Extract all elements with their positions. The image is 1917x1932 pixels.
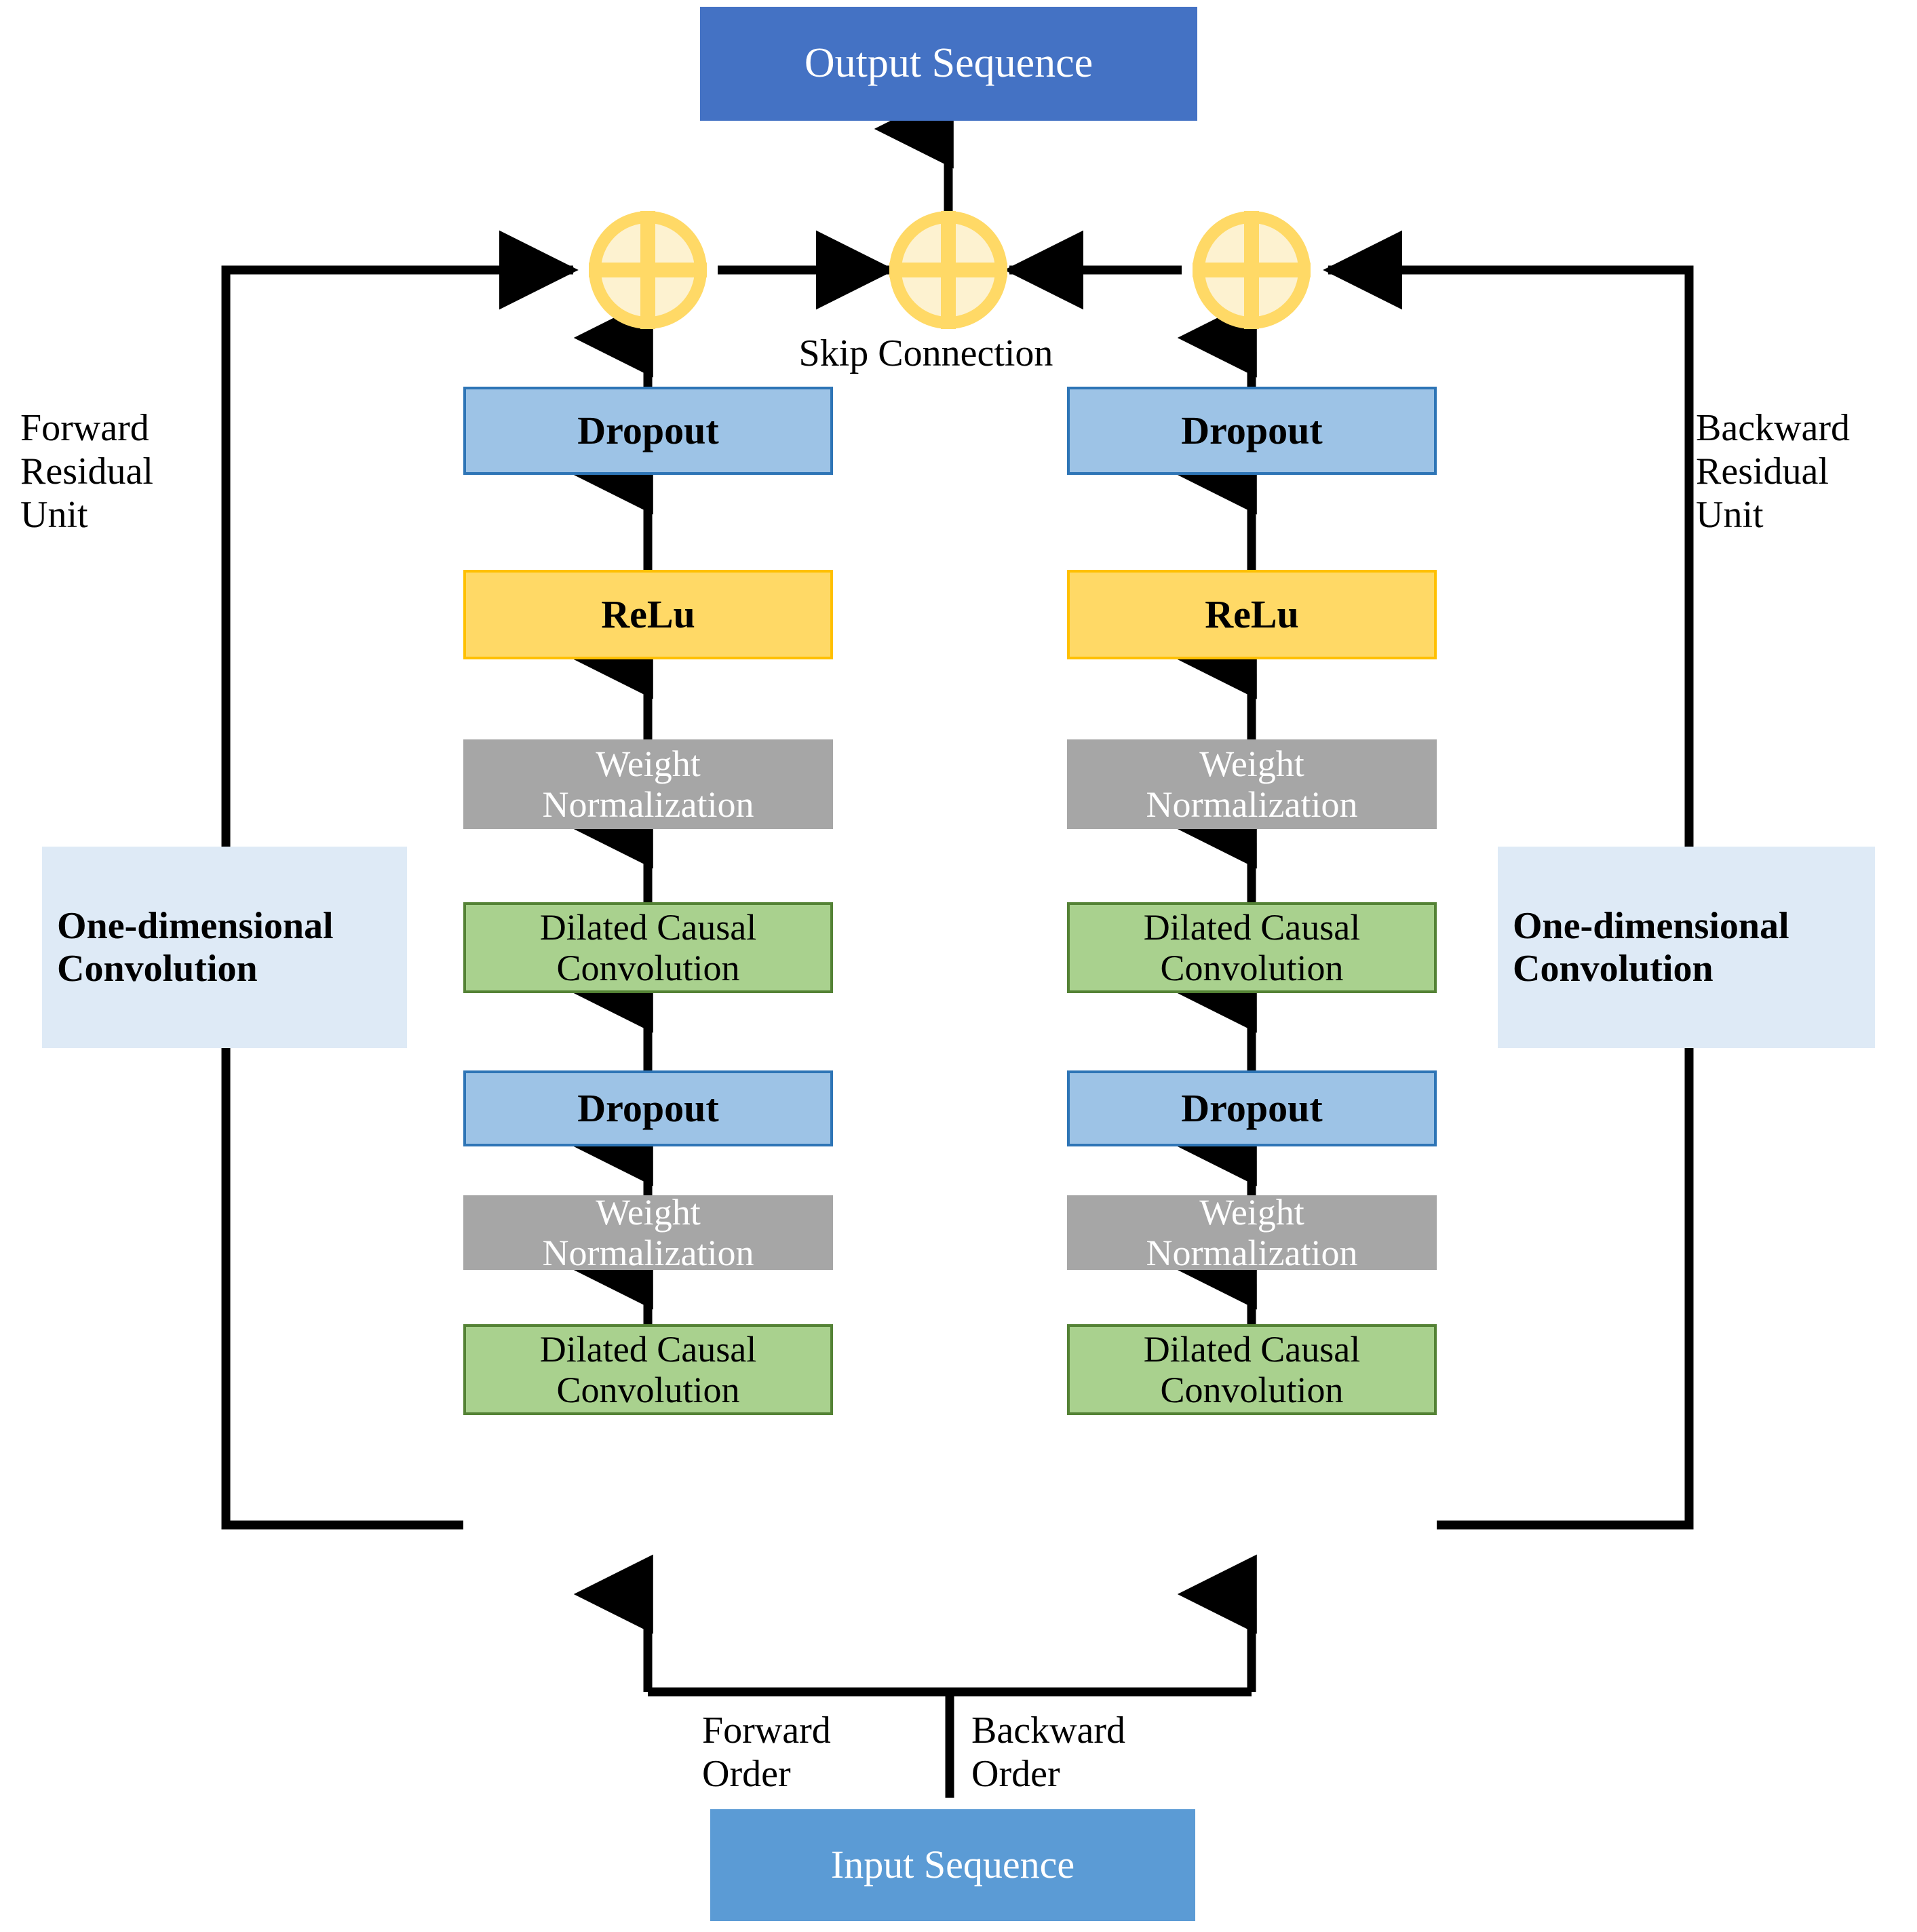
node-label: Weight Normalization bbox=[1146, 1191, 1358, 1273]
forward-weight-normalization-bottom: Weight Normalization bbox=[463, 1192, 833, 1273]
node-label: Dilated Causal Convolution bbox=[539, 1328, 757, 1410]
node-label: One-dimensional Convolution bbox=[57, 904, 334, 990]
node-label: Dropout bbox=[1181, 408, 1323, 452]
backward-dropout-bottom: Dropout bbox=[1067, 1070, 1437, 1146]
node-label: Dilated Causal Convolution bbox=[1143, 1328, 1361, 1410]
backward-weight-normalization-bottom: Weight Normalization bbox=[1067, 1192, 1437, 1273]
node-label: One-dimensional Convolution bbox=[1513, 904, 1789, 990]
forward-dropout-top: Dropout bbox=[463, 387, 833, 475]
backward-one-dimensional-convolution: One-dimensional Convolution bbox=[1498, 847, 1875, 1048]
node-label: Dilated Causal Convolution bbox=[1143, 906, 1361, 988]
node-label: ReLu bbox=[1205, 592, 1299, 636]
forward-weight-normalization-top: Weight Normalization bbox=[463, 739, 833, 829]
wire-forward-residual-bottom bbox=[221, 1048, 463, 1530]
forward-dropout-bottom: Dropout bbox=[463, 1070, 833, 1146]
node-label: Weight Normalization bbox=[1146, 743, 1358, 825]
forward-relu: ReLu bbox=[463, 570, 833, 659]
plus-circle-icon-backward bbox=[1193, 211, 1311, 329]
node-label: Dropout bbox=[1181, 1085, 1323, 1130]
plus-circle-icon-center bbox=[889, 211, 1007, 329]
backward-relu: ReLu bbox=[1067, 570, 1437, 659]
node-label: Weight Normalization bbox=[542, 743, 754, 825]
backward-dilated-causal-convolution-bottom: Dilated Causal Convolution bbox=[1067, 1324, 1437, 1415]
node-label: Weight Normalization bbox=[542, 1191, 754, 1273]
skip-connection-label: Skip Connection bbox=[798, 332, 1053, 374]
backward-dilated-causal-convolution-top: Dilated Causal Convolution bbox=[1067, 902, 1437, 993]
forward-residual-unit-label: Forward Residual Unit bbox=[20, 407, 153, 536]
input-sequence-box: Input Sequence bbox=[710, 1809, 1195, 1921]
backward-dropout-top: Dropout bbox=[1067, 387, 1437, 475]
node-label: Dropout bbox=[577, 1085, 719, 1130]
backward-residual-unit-label: Backward Residual Unit bbox=[1696, 407, 1851, 536]
wire-backward-residual-bottom bbox=[1437, 1048, 1694, 1530]
node-label: ReLu bbox=[601, 592, 695, 636]
backward-order-label: Backward Order bbox=[971, 1709, 1126, 1795]
node-label: Dropout bbox=[577, 408, 719, 452]
output-sequence-box: Output Sequence bbox=[700, 7, 1197, 121]
forward-order-label: Forward Order bbox=[702, 1709, 831, 1795]
backward-weight-normalization-top: Weight Normalization bbox=[1067, 739, 1437, 829]
node-label: Dilated Causal Convolution bbox=[539, 906, 757, 988]
forward-one-dimensional-convolution: One-dimensional Convolution bbox=[42, 847, 407, 1048]
output-sequence-label: Output Sequence bbox=[804, 40, 1093, 87]
forward-dilated-causal-convolution-top: Dilated Causal Convolution bbox=[463, 902, 833, 993]
plus-circle-icon-forward bbox=[589, 211, 707, 329]
forward-dilated-causal-convolution-bottom: Dilated Causal Convolution bbox=[463, 1324, 833, 1415]
input-sequence-label: Input Sequence bbox=[830, 1842, 1075, 1887]
